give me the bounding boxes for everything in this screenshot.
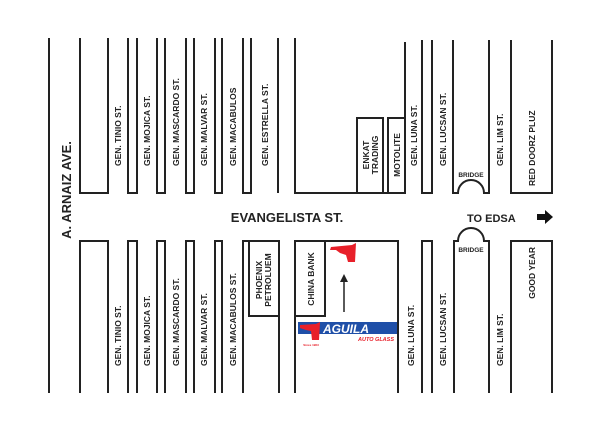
svg-text:AUTO GLASS: AUTO GLASS (357, 337, 394, 343)
svg-text:GEN. LUNA ST.: GEN. LUNA ST. (409, 105, 419, 166)
svg-text:Since 1963: Since 1963 (303, 343, 319, 347)
good-year-label: GOOD YEAR (527, 247, 537, 299)
svg-text:GEN. MOJICA ST.: GEN. MOJICA ST. (142, 295, 152, 366)
svg-text:GEN. MOJICA ST.: GEN. MOJICA ST. (142, 95, 152, 166)
bridge-bottom (453, 227, 490, 393)
svg-text:GEN. LIM ST.: GEN. LIM ST. (495, 314, 505, 366)
enkat-label-2: TRADING (370, 135, 380, 174)
arnaiz-ave-label: A. ARNAIZ AVE. (59, 141, 74, 239)
bridge-label-bottom: BRIDGE (458, 247, 484, 254)
svg-text:GEN. TINIO ST.: GEN. TINIO ST. (113, 106, 123, 166)
bridge-top (452, 40, 490, 194)
phoenix-petroleum-building (248, 240, 280, 317)
arrow-right-icon (537, 210, 553, 224)
china-bank-label: CHINA BANK (306, 251, 316, 305)
bottom-blocks (79, 227, 553, 393)
aguila-eagle-icon (330, 243, 356, 262)
svg-text:GEN. MACABULOS ST.: GEN. MACABULOS ST. (228, 273, 238, 366)
phoenix-label-2: PETROLUEM (263, 253, 273, 306)
enkat-trading-building (356, 117, 384, 194)
svg-text:GEN. LUCSAN ST.: GEN. LUCSAN ST. (438, 93, 448, 166)
motolite-label: MOTOLITE (392, 133, 402, 177)
top-blocks (79, 38, 553, 194)
aguila-logo: AGUILA AUTO GLASS Since 1963 (298, 322, 397, 347)
to-edsa-label: TO EDSA (467, 213, 516, 225)
svg-text:GEN. LIM ST.: GEN. LIM ST. (495, 114, 505, 166)
svg-text:GEN. MALVAR ST.: GEN. MALVAR ST. (199, 93, 209, 166)
svg-text:GEN. LUCSAN ST.: GEN. LUCSAN ST. (438, 293, 448, 366)
red-doorz-label: RED DOORZ PLUZ (527, 110, 537, 186)
svg-text:GEN. MALVAR ST.: GEN. MALVAR ST. (199, 293, 209, 366)
bottom-street-labels: GEN. TINIO ST. GEN. MOJICA ST. GEN. MASC… (113, 273, 505, 366)
china-bank-building (294, 240, 326, 317)
enkat-label-1: ENKAT (361, 140, 371, 169)
svg-text:GEN. MASCARDO ST.: GEN. MASCARDO ST. (171, 78, 181, 166)
up-arrow-icon (340, 274, 348, 312)
motolite-building (387, 117, 406, 194)
phoenix-label-1: PHOENIX (254, 261, 264, 300)
svg-text:GEN. ESTRELLA ST.: GEN. ESTRELLA ST. (260, 84, 270, 166)
svg-text:GEN. MASCARDO ST.: GEN. MASCARDO ST. (171, 278, 181, 366)
svg-text:GEN. LUNA ST.: GEN. LUNA ST. (406, 305, 416, 366)
evangelista-st-label: EVANGELISTA ST. (231, 210, 343, 225)
top-street-labels: GEN. TINIO ST. GEN. MOJICA ST. GEN. MASC… (113, 78, 505, 166)
bridge-label-top: BRIDGE (458, 172, 484, 179)
svg-text:AGUILA: AGUILA (322, 322, 369, 336)
svg-text:GEN. MACABULOS: GEN. MACABULOS (228, 87, 238, 166)
svg-text:GEN. TINIO ST.: GEN. TINIO ST. (113, 306, 123, 366)
